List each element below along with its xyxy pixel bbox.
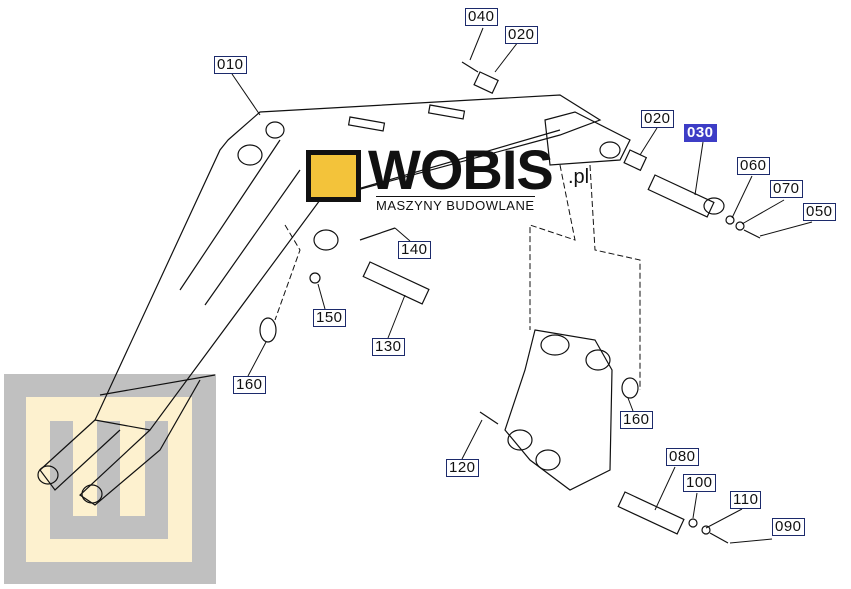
pins — [259, 61, 761, 544]
part-label-110[interactable]: 110 — [730, 491, 762, 509]
part-label-160[interactable]: 160 — [620, 411, 653, 429]
logo-mark-icon — [306, 150, 361, 202]
part-label-090[interactable]: 090 — [772, 518, 805, 536]
bracket — [504, 329, 613, 491]
logo-name: WOBIS — [368, 138, 554, 201]
part-label-020[interactable]: 020 — [641, 110, 674, 128]
part-label-020[interactable]: 020 — [505, 26, 538, 44]
watermark-logo — [4, 374, 216, 584]
part-label-130[interactable]: 130 — [372, 338, 405, 356]
part-label-010[interactable]: 010 — [214, 56, 247, 74]
assembly-guides — [274, 164, 641, 390]
part-label-040[interactable]: 040 — [465, 8, 498, 26]
logo-tagline: MASZYNY BUDOWLANE — [376, 196, 535, 213]
part-label-080[interactable]: 080 — [666, 448, 699, 466]
part-label-120[interactable]: 120 — [446, 459, 479, 477]
leader-lines — [231, 27, 813, 544]
part-label-050[interactable]: 050 — [803, 203, 836, 221]
part-label-140[interactable]: 140 — [398, 241, 431, 259]
logo-suffix: .pl — [568, 166, 590, 188]
part-label-100[interactable]: 100 — [683, 474, 716, 492]
part-label-030-selected[interactable]: 030 — [684, 124, 717, 142]
part-label-150[interactable]: 150 — [313, 309, 346, 327]
part-label-070[interactable]: 070 — [770, 180, 803, 198]
part-label-060[interactable]: 060 — [737, 157, 770, 175]
part-label-160[interactable]: 160 — [233, 376, 266, 394]
